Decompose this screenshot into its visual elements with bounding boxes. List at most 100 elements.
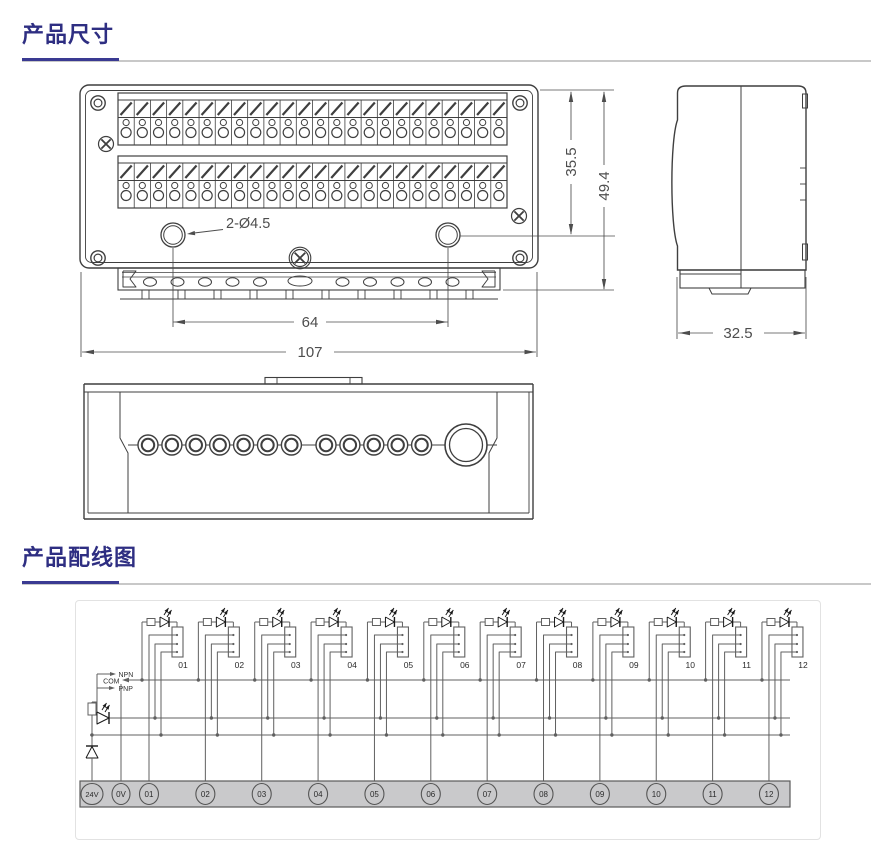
connector-label: 07 <box>516 660 526 670</box>
wiring-channel-08: 08 <box>534 607 583 782</box>
terminal-label: 12 <box>765 790 774 799</box>
corner-hole <box>512 250 528 266</box>
terminal-label: 01 <box>145 790 154 799</box>
phillips-screw-icon <box>97 135 115 153</box>
dimension-label-107: 107 <box>297 344 322 361</box>
wiring-channel-12: 12 <box>760 607 808 782</box>
led-icon <box>666 607 680 628</box>
led-icon <box>272 607 285 628</box>
phillips-screw-icon <box>288 246 312 270</box>
terminal-strip: 24V 0V 01 02 03 04 05 06 07 08 09 10 11 12 <box>79 780 791 808</box>
terminal-label: 03 <box>257 790 266 799</box>
power-led-window <box>444 423 488 467</box>
terminal-11: 11 <box>702 782 723 806</box>
phillips-screw-icon <box>510 207 528 225</box>
terminal-label: 0V <box>116 790 126 799</box>
section-title-dimensions: 产品尺寸 <box>22 22 115 47</box>
mounting-holes <box>160 222 461 248</box>
connector-label: 04 <box>347 660 357 670</box>
title-underline-dimensions <box>22 57 871 62</box>
terminal-label: 09 <box>595 790 604 799</box>
title-underline-wiring <box>22 580 871 585</box>
terminal-01: 01 <box>138 782 160 806</box>
dimension-35-5: 35.5 <box>563 147 580 176</box>
wiring-channel-10: 10 <box>647 607 695 782</box>
connector-label: 01 <box>178 660 188 670</box>
connector-label: 08 <box>573 660 583 670</box>
terminal-0V: 0V <box>111 782 131 806</box>
sensor-connector <box>453 626 466 658</box>
terminal-row <box>117 92 508 146</box>
led-icon <box>497 607 511 628</box>
com-label: COM <box>103 679 120 686</box>
terminal-12: 12 <box>758 782 780 806</box>
side-view-dimension: 32.5 <box>676 277 807 342</box>
dimension-label-hole: 2-Ø4.5 <box>226 216 270 232</box>
npn-label: NPN <box>119 672 134 679</box>
corner-hole <box>512 95 528 111</box>
wiring-channel-05: 05 <box>365 607 414 782</box>
wiring-channel-07: 07 <box>478 607 526 782</box>
terminal-05: 05 <box>364 782 385 806</box>
wiring-channel-02: 02 <box>196 607 245 782</box>
front-view-dimensions: 35.5 49.4 64 107 <box>80 89 615 361</box>
diode-icon <box>85 745 99 759</box>
terminal-06: 06 <box>420 782 441 806</box>
sensor-connector <box>791 626 804 658</box>
terminal-24V: 24V <box>80 782 104 806</box>
terminal-label: 04 <box>314 790 323 799</box>
led-icon <box>554 607 567 628</box>
hole-callout: 2-Ø4.5 <box>187 216 270 236</box>
led-icon <box>328 607 342 628</box>
bus-lines <box>90 677 790 737</box>
led-icon <box>723 607 736 628</box>
pnp-label: PNP <box>119 686 134 693</box>
corner-hole <box>90 250 106 266</box>
power-led-icon <box>96 702 110 725</box>
underline-accent <box>22 58 119 61</box>
terminal-09: 09 <box>589 782 610 806</box>
terminal-label: 10 <box>652 790 661 799</box>
wiring-channel-04: 04 <box>309 607 357 782</box>
connector-label: 09 <box>629 660 639 670</box>
wiring-channel-01: 01 <box>140 607 188 782</box>
sensor-connector <box>284 626 297 658</box>
led-window-row <box>137 434 433 456</box>
wiring-channel-03: 03 <box>253 607 301 782</box>
side-view <box>671 85 808 295</box>
led-icon <box>779 607 792 628</box>
wiring-channel-09: 09 <box>591 607 639 782</box>
terminal-label: 07 <box>483 790 492 799</box>
led-icon <box>441 607 454 628</box>
connector-label: 11 <box>742 660 751 670</box>
led-icon <box>384 607 398 628</box>
underline-accent <box>22 581 119 584</box>
terminal-02: 02 <box>195 782 216 806</box>
terminal-04: 04 <box>308 782 329 806</box>
dimension-label-64: 64 <box>302 314 319 331</box>
terminal-03: 03 <box>251 782 272 806</box>
connector-label: 02 <box>235 660 245 670</box>
dimension-label-49-4: 49.4 <box>596 171 613 200</box>
din-rail-strip <box>117 267 501 300</box>
connector-label: 05 <box>404 660 414 670</box>
connector-label: 06 <box>460 660 470 670</box>
terminal-row <box>117 155 508 209</box>
bottom-view <box>83 376 534 520</box>
terminal-08: 08 <box>533 782 554 806</box>
power-input-section <box>85 674 122 782</box>
led-icon <box>610 607 623 628</box>
terminal-label: 05 <box>370 790 379 799</box>
terminal-07: 07 <box>477 782 498 806</box>
connector-label: 03 <box>291 660 301 670</box>
terminal-label: 08 <box>539 790 548 799</box>
terminal-label: 11 <box>708 790 717 799</box>
wiring-channel-11: 11 <box>703 607 751 782</box>
section-title-wiring: 产品配线图 <box>22 545 138 570</box>
terminal-10: 10 <box>646 782 667 806</box>
dimension-49-4: 49.4 <box>596 171 613 200</box>
